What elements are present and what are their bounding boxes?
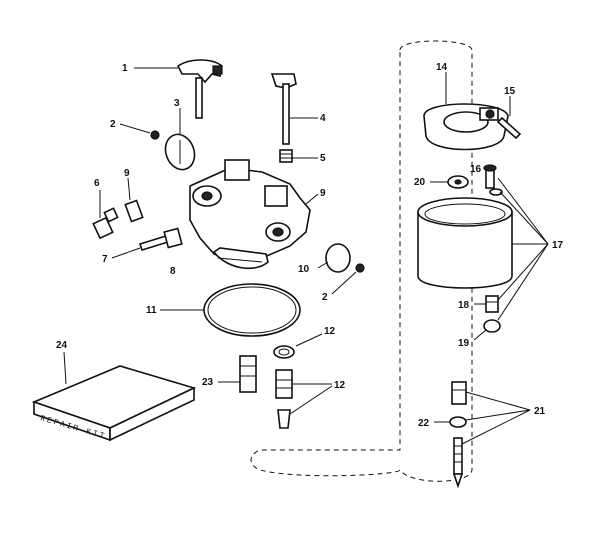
callout-5: 5 <box>320 153 326 164</box>
inlet-seat-washer <box>273 345 295 359</box>
throttle-plate <box>164 133 196 171</box>
callout-1: 1 <box>122 63 128 74</box>
callout-21: 21 <box>534 406 546 417</box>
callout-23: 23 <box>202 377 214 388</box>
fiber-washer <box>449 416 467 428</box>
adjusting-screw <box>452 437 464 489</box>
screw-2-lower <box>355 263 365 273</box>
callout-11: 11 <box>146 305 157 316</box>
throttle-shaft <box>176 59 223 119</box>
adjusting-needle <box>138 227 183 251</box>
callout-12-lower: 12 <box>334 380 346 391</box>
callout-17: 17 <box>552 240 564 251</box>
drain-plug <box>485 295 499 313</box>
callout-10: 10 <box>298 264 310 275</box>
dashed-assembly-outline <box>250 40 473 482</box>
callout-7: 7 <box>102 254 108 265</box>
callout-22: 22 <box>418 418 430 429</box>
float-bowl <box>417 197 513 289</box>
callout-19: 19 <box>458 338 470 349</box>
repair-kit-box: REPAIR KIT <box>31 365 197 442</box>
carburetor-body <box>189 159 311 270</box>
callout-20: 20 <box>414 177 426 188</box>
choke-plate <box>325 243 351 273</box>
screw-2-upper <box>150 130 160 140</box>
callout-9: 9 <box>320 188 326 199</box>
float-bowl-gasket <box>203 283 301 337</box>
nozzle <box>239 355 257 393</box>
bowl-nut <box>451 381 467 405</box>
inlet-valve <box>275 369 293 429</box>
callout-24: 24 <box>56 340 68 351</box>
callout-2-lower: 2 <box>322 292 328 303</box>
choke-shaft <box>270 73 297 145</box>
callout-9-left: 9 <box>124 168 130 179</box>
callout-12-upper: 12 <box>324 326 336 337</box>
callout-18: 18 <box>458 300 470 311</box>
float <box>423 103 509 151</box>
idle-seal <box>124 199 144 223</box>
idle-screw <box>92 207 119 240</box>
bowl-seal <box>483 319 501 333</box>
callout-4: 4 <box>320 113 326 124</box>
callout-15: 15 <box>504 86 516 97</box>
bowl-screw <box>483 164 503 196</box>
washer <box>447 175 469 189</box>
callout-14: 14 <box>436 62 448 73</box>
callout-2-upper: 2 <box>110 119 116 130</box>
callout-6: 6 <box>94 178 100 189</box>
callout-16: 16 <box>470 164 482 175</box>
choke-spring <box>279 149 293 163</box>
callout-3: 3 <box>174 98 180 109</box>
callout-8: 8 <box>170 266 176 277</box>
float-pin <box>496 116 522 140</box>
